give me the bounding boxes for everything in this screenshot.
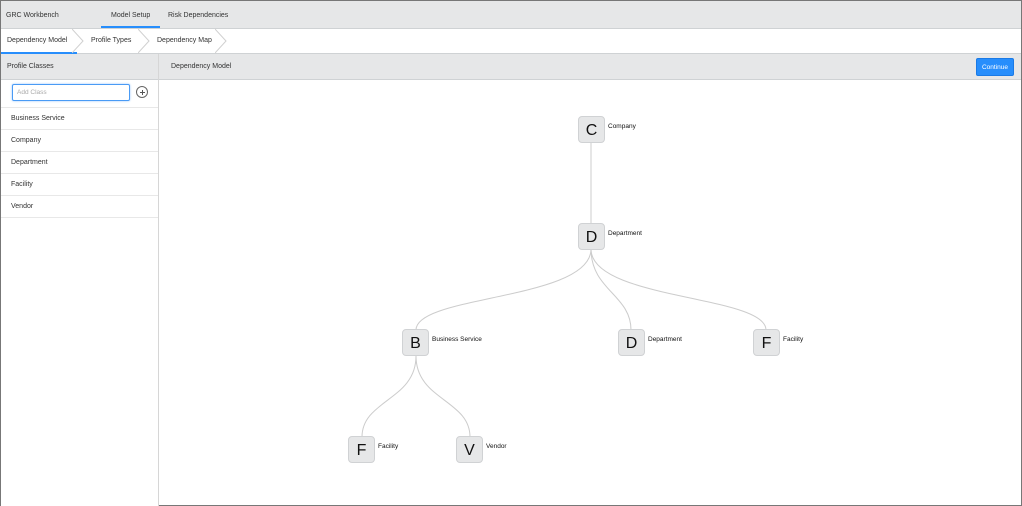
app-title: GRC Workbench xyxy=(6,12,59,19)
breadcrumb-dependency-model[interactable]: Dependency Model xyxy=(0,29,78,54)
dependency-model-panel: Dependency Model Continue C Company D De… xyxy=(159,54,1021,506)
graph-edges xyxy=(361,142,767,438)
tab-model-setup[interactable]: Model Setup xyxy=(100,12,161,28)
node-label-department: Department xyxy=(608,230,642,237)
node-label-business-service: Business Service xyxy=(432,336,482,343)
node-label-facility-2: Facility xyxy=(378,443,399,450)
node-label-company: Company xyxy=(608,123,636,130)
node-vendor[interactable]: V xyxy=(456,436,483,463)
node-department-2[interactable]: D xyxy=(618,329,645,356)
tab-risk-dependencies[interactable]: Risk Dependencies xyxy=(168,12,229,19)
node-label-facility: Facility xyxy=(783,336,804,343)
node-facility-2[interactable]: F xyxy=(348,436,375,463)
add-class-input[interactable] xyxy=(12,84,130,101)
breadcrumb: Dependency Model Profile Types Dependenc… xyxy=(0,29,1021,54)
dependency-graph-canvas[interactable]: C Company D Department B Business Servic… xyxy=(159,80,1021,506)
breadcrumb-profile-types[interactable]: Profile Types xyxy=(91,37,132,44)
profile-classes-panel: Profile Classes Business Service Company… xyxy=(1,54,159,506)
node-label-vendor: Vendor xyxy=(486,443,507,450)
add-class-row xyxy=(1,80,158,108)
class-item-vendor[interactable]: Vendor xyxy=(1,196,158,218)
node-department[interactable]: D xyxy=(578,223,605,250)
plus-circle-icon[interactable] xyxy=(136,86,148,98)
chevron-right-icon xyxy=(215,29,227,53)
class-item-department[interactable]: Department xyxy=(1,152,158,174)
class-item-facility[interactable]: Facility xyxy=(1,174,158,196)
top-bar: GRC Workbench Model Setup Risk Dependenc… xyxy=(1,1,1021,29)
node-facility[interactable]: F xyxy=(753,329,780,356)
main-header: Dependency Model Continue xyxy=(159,54,1021,80)
class-item-company[interactable]: Company xyxy=(1,130,158,152)
node-label-department-2: Department xyxy=(648,336,682,343)
breadcrumb-dependency-map[interactable]: Dependency Map xyxy=(157,37,212,44)
continue-button[interactable]: Continue xyxy=(976,58,1014,76)
panel-title: Profile Classes xyxy=(1,54,158,80)
node-business-service[interactable]: B xyxy=(402,329,429,356)
chevron-right-icon xyxy=(138,29,150,53)
class-item-business-service[interactable]: Business Service xyxy=(1,108,158,130)
chevron-right-icon xyxy=(72,29,84,53)
node-company[interactable]: C xyxy=(578,116,605,143)
main-title: Dependency Model xyxy=(171,63,232,70)
